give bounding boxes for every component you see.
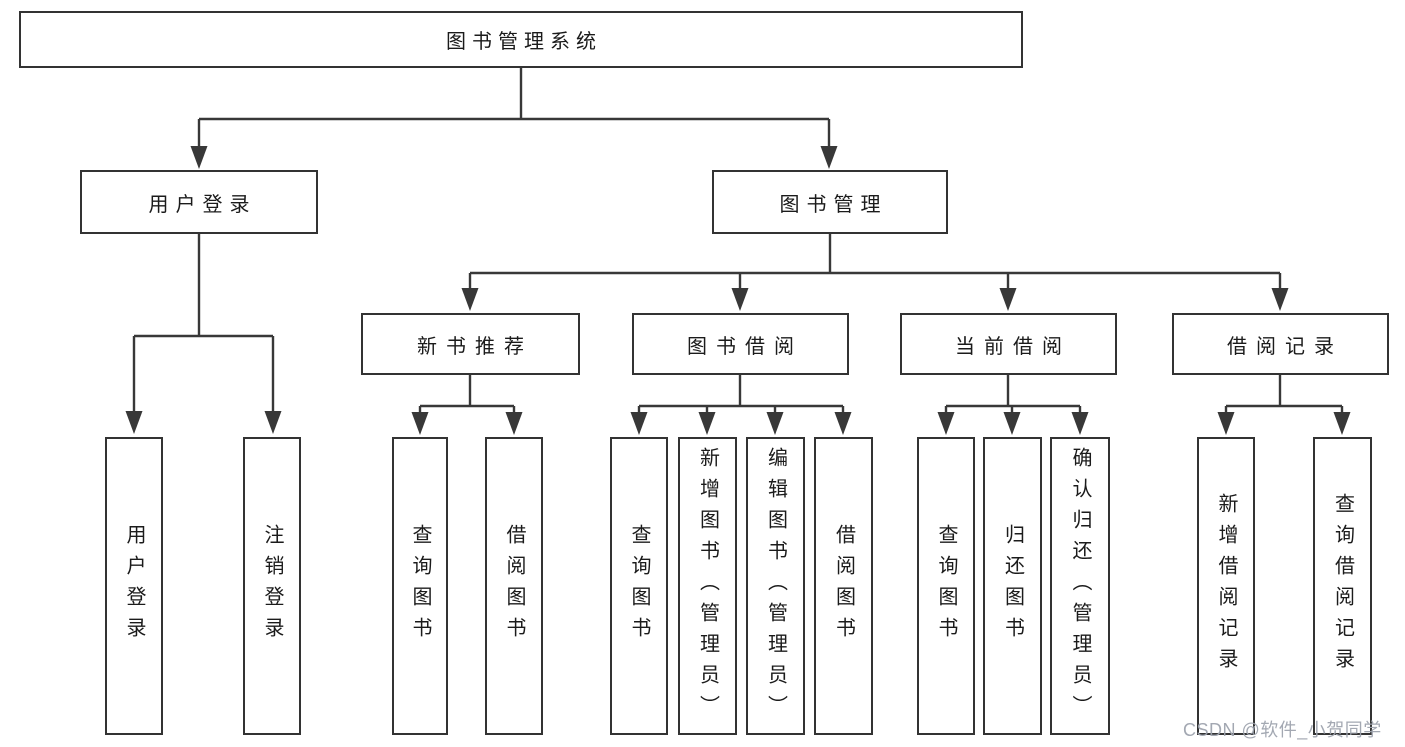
leaf-recommend-query-book-label: 查询图书 xyxy=(409,524,431,648)
leaf-confirm-return-admin-label: 确认归还（管理员） xyxy=(1069,446,1091,726)
node-root-label: 图书管理系统 xyxy=(446,31,602,53)
csdn-watermark: CSDN @软件_小贺同学 xyxy=(1183,720,1382,740)
node-root: 图书管理系统 xyxy=(19,11,1023,68)
leaf-recommend-borrow-book: 借阅图书 xyxy=(485,437,543,735)
arrowheads xyxy=(125,146,1351,435)
leaf-borrow-book-label: 借阅图书 xyxy=(832,524,855,648)
leaf-edit-book-admin: 编辑图书（管理员） xyxy=(746,437,805,735)
leaf-return-book: 归还图书 xyxy=(983,437,1042,735)
leaf-current-query-book: 查询图书 xyxy=(917,437,975,735)
leaf-borrow-book: 借阅图书 xyxy=(814,437,873,735)
leaf-borrow-query-book-label: 查询图书 xyxy=(628,524,650,648)
node-borrow-records: 借阅记录 xyxy=(1172,313,1389,375)
leaf-logout: 注销登录 xyxy=(243,437,301,735)
leaf-add-borrow-record-label: 新增借阅记录 xyxy=(1215,493,1237,679)
leaf-add-book-admin: 新增图书（管理员） xyxy=(678,437,737,735)
node-book-borrow-label: 图书借阅 xyxy=(687,335,803,358)
leaf-query-borrow-record: 查询借阅记录 xyxy=(1313,437,1372,735)
node-borrow-records-label: 借阅记录 xyxy=(1227,335,1343,358)
node-new-book-recommend-label: 新书推荐 xyxy=(417,335,533,358)
node-user-login-label: 用户登录 xyxy=(148,193,257,216)
node-book-management: 图书管理 xyxy=(712,170,948,234)
leaf-borrow-query-book: 查询图书 xyxy=(610,437,668,735)
node-user-login: 用户登录 xyxy=(80,170,318,234)
node-book-borrow: 图书借阅 xyxy=(632,313,849,375)
leaf-edit-book-admin-label: 编辑图书（管理员） xyxy=(764,446,787,726)
leaf-user-login-label: 用户登录 xyxy=(123,524,145,648)
leaf-confirm-return-admin: 确认归还（管理员） xyxy=(1050,437,1110,735)
leaf-current-query-book-label: 查询图书 xyxy=(935,524,957,648)
leaf-logout-label: 注销登录 xyxy=(261,524,283,648)
leaf-add-borrow-record: 新增借阅记录 xyxy=(1197,437,1255,735)
leaf-recommend-borrow-book-label: 借阅图书 xyxy=(503,524,525,648)
leaf-user-login: 用户登录 xyxy=(105,437,163,735)
leaf-query-borrow-record-label: 查询借阅记录 xyxy=(1331,493,1354,679)
node-current-borrow: 当前借阅 xyxy=(900,313,1117,375)
node-current-borrow-label: 当前借阅 xyxy=(955,335,1071,358)
leaf-recommend-query-book: 查询图书 xyxy=(392,437,448,735)
leaf-return-book-label: 归还图书 xyxy=(1001,524,1024,648)
leaf-add-book-admin-label: 新增图书（管理员） xyxy=(696,446,719,726)
node-book-management-label: 图书管理 xyxy=(779,193,888,216)
node-new-book-recommend: 新书推荐 xyxy=(361,313,580,375)
